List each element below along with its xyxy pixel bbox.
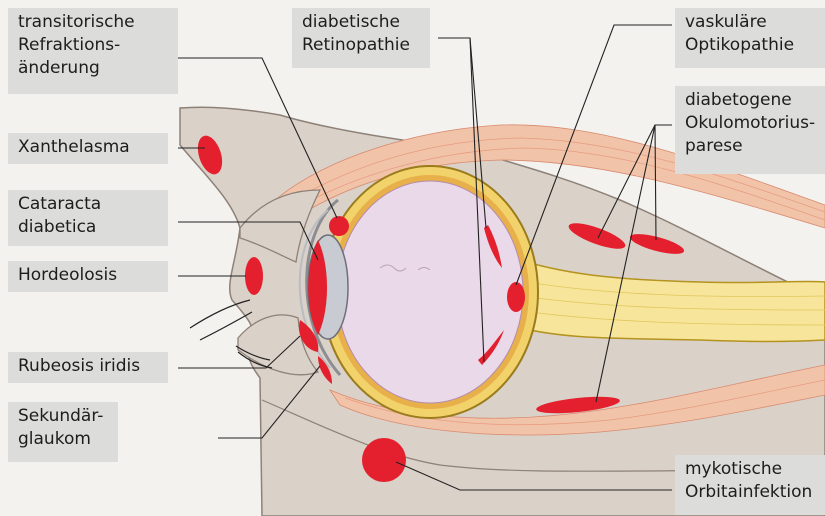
hordeolosis-lesion (245, 257, 263, 295)
optic-disc-lesion (507, 282, 525, 312)
refraction-lesion (329, 216, 349, 236)
label-rubeosis-iridis: Rubeosis iridis (8, 352, 168, 383)
label-vaskulaere-optikopathie: vaskuläre Optikopathie (675, 8, 825, 68)
label-sekundaerglaukom: Sekundär- glaukom (8, 402, 118, 462)
label-diabetogene-okulomotoriusparese: diabetogene Okulomotorius- parese (675, 86, 825, 174)
label-cataracta-diabetica: Cataracta diabetica (8, 190, 168, 246)
label-transitorische-refraktionsaenderung: transitorische Refraktions- änderung (8, 8, 178, 94)
orbit-infection-lesion (362, 438, 406, 482)
label-xanthelasma: Xanthelasma (8, 133, 168, 164)
vitreous-body (337, 181, 523, 403)
label-mykotische-orbitainfektion: mykotische Orbitainfektion (675, 455, 825, 515)
label-diabetische-retinopathie: diabetische Retinopathie (292, 8, 430, 68)
label-hordeolosis: Hordeolosis (8, 261, 168, 292)
